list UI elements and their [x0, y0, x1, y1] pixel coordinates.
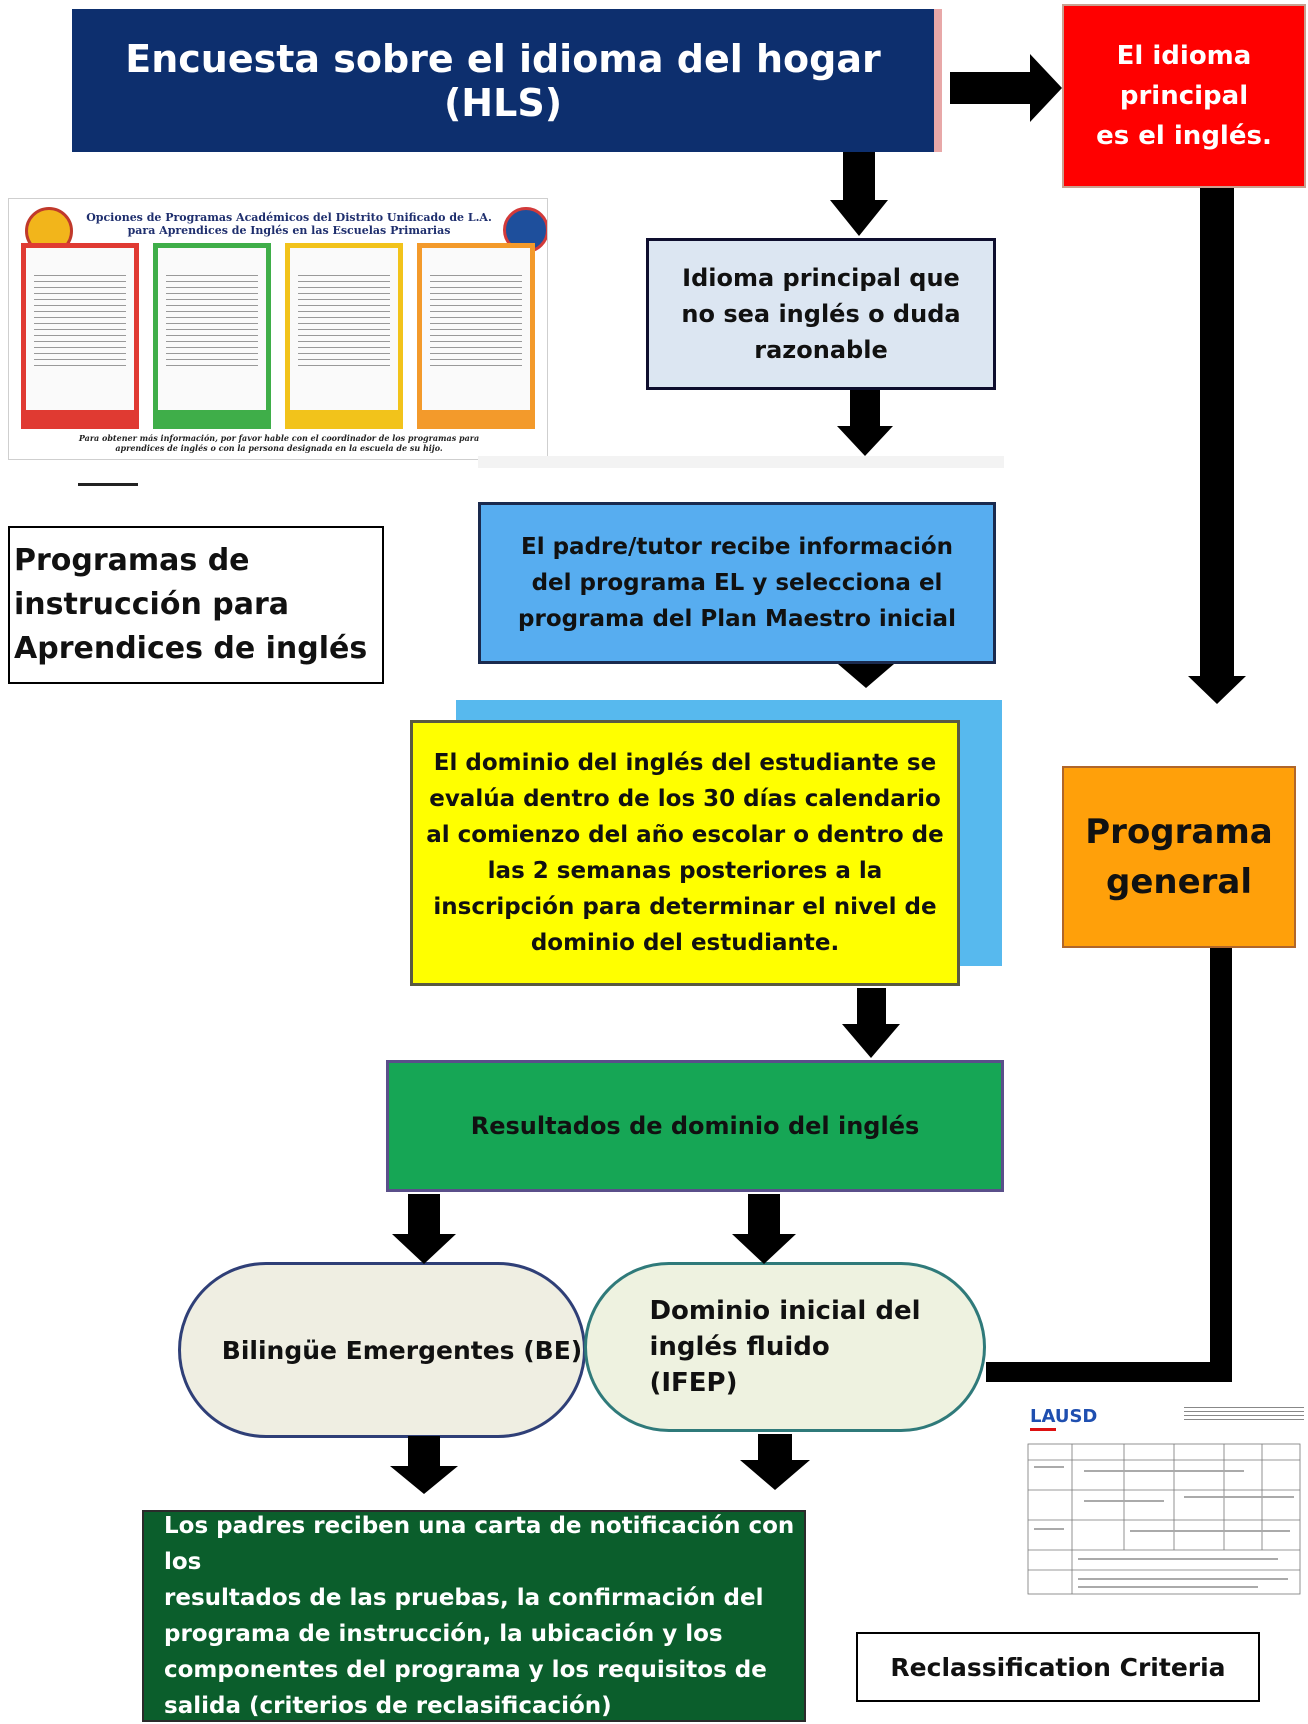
arrow-assessment-to-results [842, 988, 900, 1058]
notification-box: Los padres reciben una carta de notifica… [142, 1510, 806, 1722]
english-primary-box: El idioma principal es el inglés. [1062, 4, 1306, 188]
ifep-pill: Dominio inicial del inglés fluido (IFEP) [584, 1262, 986, 1432]
instruction-programs-box: Programas de instrucción para Aprendices… [8, 526, 384, 684]
connector-general-to-ifep [986, 948, 1232, 1382]
general-program-text: Programa general [1085, 812, 1273, 902]
lausd-header-lines [1184, 1404, 1304, 1420]
lausd-logo-mark [1030, 1428, 1056, 1431]
be-text: Bilingüe Emergentes (BE) [221, 1335, 583, 1365]
results-text: Resultados de dominio del inglés [470, 1112, 920, 1140]
arrow-hls-to-nonenglish [830, 152, 888, 236]
parent-info-text: El padre/tutor recibe información del pr… [518, 534, 956, 632]
arrow-results-to-ifep [732, 1194, 796, 1264]
arrow-results-to-be [392, 1194, 456, 1264]
reclassification-box: Reclassification Criteria [856, 1632, 1260, 1702]
arrow-be-to-notification [390, 1436, 458, 1494]
shadow-panel-1 [478, 456, 1004, 468]
lausd-table [1027, 1443, 1301, 1595]
general-program-box: Programa general [1062, 766, 1296, 948]
brochure-column [285, 243, 403, 429]
brochure-column [417, 243, 535, 429]
hls-title-box: Encuesta sobre el idioma del hogar (HLS) [72, 9, 942, 152]
lausd-attachment-doc: LAUSD [1024, 1396, 1308, 1618]
parent-info-box: El padre/tutor recibe información del pr… [478, 502, 996, 664]
brochure-column-footer [26, 410, 134, 424]
brochure-column-lines [34, 270, 126, 366]
results-box: Resultados de dominio del inglés [386, 1060, 1004, 1192]
non-english-text: Idioma principal que no sea inglés o dud… [681, 264, 961, 364]
brochure-column-footer [158, 410, 266, 424]
brochure-footer: Para obtener más información, por favor … [78, 433, 480, 453]
non-english-box: Idioma principal que no sea inglés o dud… [646, 238, 996, 390]
brochure-column [21, 243, 139, 429]
brochure-column-footer [290, 410, 398, 424]
brochure-column [153, 243, 271, 429]
brochure-title: Opciones de Programas Académicos del Dis… [86, 211, 492, 237]
arrow-parent-to-assessment [838, 664, 894, 688]
instruction-programs-text: Programas de instrucción para Aprendices… [14, 543, 368, 666]
notification-text: Los padres reciben una carta de notifica… [164, 1513, 795, 1719]
ifep-text: Dominio inicial del inglés fluido (IFEP) [649, 1296, 921, 1398]
assessment-box: El dominio del inglés del estudiante se … [410, 720, 960, 986]
arrow-english-to-general [1188, 188, 1246, 704]
arrow-hls-to-english [950, 54, 1062, 122]
lausd-logo: LAUSD [1030, 1406, 1098, 1427]
brochure-columns [21, 243, 541, 433]
brochure-column-lines [298, 270, 390, 366]
arrow-nonenglish-to-parent [837, 390, 893, 456]
brochure-column-lines [166, 270, 258, 366]
brochure-column-lines [430, 270, 522, 366]
reclassification-text: Reclassification Criteria [890, 1652, 1226, 1682]
english-primary-text: El idioma principal es el inglés. [1096, 41, 1272, 151]
divider-line [78, 483, 138, 486]
hls-title: Encuesta sobre el idioma del hogar (HLS) [125, 36, 881, 125]
be-pill: Bilingüe Emergentes (BE) [178, 1262, 586, 1438]
arrow-ifep-down [740, 1434, 810, 1490]
program-options-brochure: Opciones de Programas Académicos del Dis… [8, 198, 548, 460]
assessment-text: El dominio del inglés del estudiante se … [426, 750, 944, 956]
brochure-column-footer [422, 410, 530, 424]
